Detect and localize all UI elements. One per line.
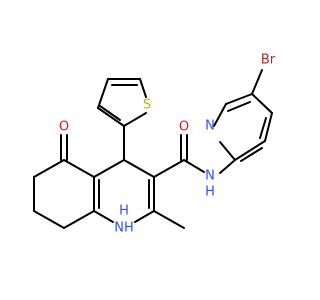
atom-label-oxygen: O bbox=[59, 120, 69, 135]
bond bbox=[234, 140, 266, 161]
bond bbox=[153, 159, 185, 178]
bond-lines bbox=[33, 69, 273, 229]
atom-label-hydrogen-ring: H bbox=[119, 204, 129, 219]
bond bbox=[227, 101, 251, 112]
bond bbox=[219, 159, 236, 174]
bond bbox=[97, 78, 109, 109]
bond bbox=[183, 159, 205, 173]
bond bbox=[123, 159, 155, 178]
atom-label-nitrogen-pyridine: N bbox=[205, 119, 215, 134]
bond bbox=[153, 210, 185, 229]
bond bbox=[33, 210, 65, 229]
bond bbox=[63, 159, 95, 178]
bond bbox=[225, 93, 253, 105]
bond bbox=[259, 117, 267, 139]
bond bbox=[93, 159, 125, 178]
atom-label-nh-ring: NH bbox=[114, 221, 134, 236]
bond bbox=[251, 93, 273, 114]
atom-label-nitrogen-amide: N bbox=[205, 169, 215, 184]
atom-label-bromine: Br bbox=[261, 53, 276, 68]
atom-label-oxygen-amide: O bbox=[179, 120, 189, 135]
bond bbox=[63, 210, 95, 229]
bond bbox=[134, 210, 155, 223]
bond bbox=[213, 103, 227, 127]
atom-labels: O S O N Br N H H NH bbox=[59, 53, 276, 236]
bond bbox=[33, 159, 65, 178]
bond bbox=[139, 78, 147, 98]
molecule-structure: O S O N Br N H H NH bbox=[33, 53, 276, 236]
bond bbox=[264, 112, 273, 142]
bond bbox=[219, 141, 236, 161]
bond bbox=[99, 105, 121, 121]
bond bbox=[123, 112, 147, 127]
atom-label-hydrogen-amide: H bbox=[205, 185, 215, 200]
bond bbox=[93, 210, 114, 223]
atom-label-sulfur: S bbox=[143, 98, 151, 113]
bond bbox=[97, 107, 125, 127]
bond bbox=[251, 69, 263, 95]
bond bbox=[240, 147, 263, 162]
